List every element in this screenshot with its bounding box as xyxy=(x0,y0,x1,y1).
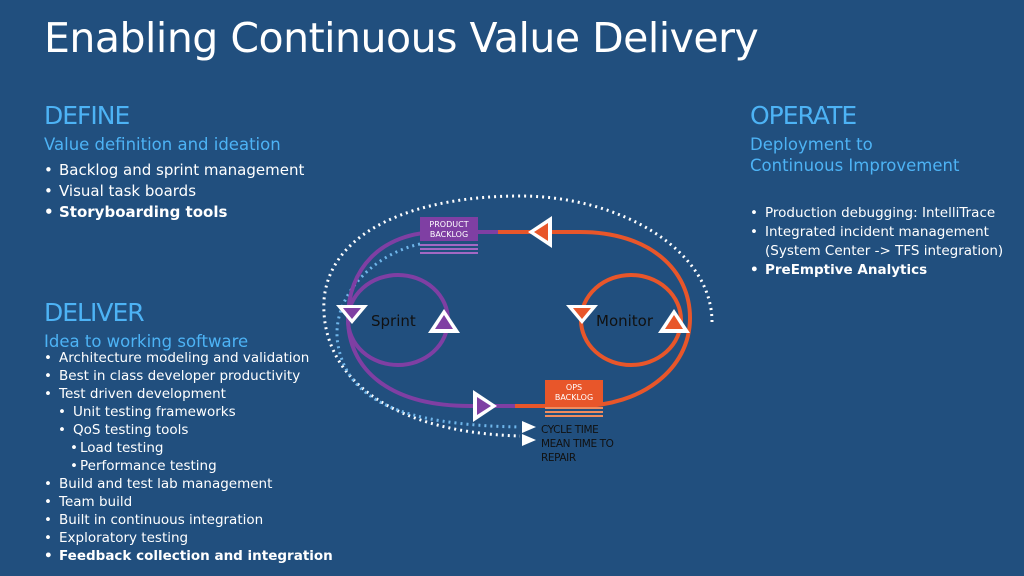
monitor-label: Monitor xyxy=(596,312,654,330)
mttr-label-2: REPAIR xyxy=(541,452,576,464)
ops-backlog-label-1: OPS xyxy=(566,383,582,392)
product-backlog-label-1: PRODUCT xyxy=(429,220,468,229)
list-item: Test driven development xyxy=(44,385,333,403)
bottom-right-triangle-inner-icon xyxy=(477,397,491,415)
define-subtitle: Value definition and ideation xyxy=(44,135,281,154)
top-left-triangle-inner-icon xyxy=(534,223,548,241)
orange-outer-arc xyxy=(498,230,693,408)
list-item: Best in class developer productivity xyxy=(44,367,333,385)
list-item: Storyboarding tools xyxy=(44,202,304,223)
cycle-time-arrow-icon xyxy=(522,421,536,433)
list-item: Backlog and sprint management xyxy=(44,160,304,181)
mttr-label-1: MEAN TIME TO xyxy=(541,438,614,450)
list-item: Integrated incident management xyxy=(750,223,1003,242)
list-item: (System Center -> TFS integration) xyxy=(765,243,1004,259)
list-item: Production debugging: IntelliTrace xyxy=(750,204,1003,223)
list-item: PreEmptive Analytics xyxy=(750,261,1003,280)
deliver-heading: DELIVER xyxy=(44,298,145,327)
operate-list: Production debugging: IntelliTrace Integ… xyxy=(750,204,1003,280)
page-title: Enabling Continuous Value Delivery xyxy=(44,14,759,62)
list-item: Load testing xyxy=(70,439,333,457)
product-backlog-label-2: BACKLOG xyxy=(430,230,468,239)
operate-subtitle-line1: Deployment to xyxy=(750,135,873,154)
monitor-up-triangle-inner-icon xyxy=(665,315,683,329)
product-backlog: PRODUCT BACKLOG xyxy=(420,217,478,254)
list-item: Feedback collection and integration xyxy=(44,547,333,565)
mttr-arrow-icon xyxy=(522,434,536,446)
deliver-list: Architecture modeling and validation Bes… xyxy=(44,349,333,565)
define-heading: DEFINE xyxy=(44,101,130,130)
define-list: Backlog and sprint management Visual tas… xyxy=(44,160,304,223)
ops-backlog: OPS BACKLOG xyxy=(545,380,603,417)
deliver-subtitle: Idea to working software xyxy=(44,332,249,351)
list-item: Performance testing xyxy=(70,457,333,475)
sprint-down-triangle-inner-icon xyxy=(343,308,361,319)
list-item: Unit testing frameworks xyxy=(58,403,333,421)
operate-subtitle-line2: Continuous Improvement xyxy=(750,156,960,175)
operate-heading: OPERATE xyxy=(750,101,857,130)
list-item: QoS testing tools xyxy=(58,421,333,439)
sprint-up-triangle-inner-icon xyxy=(435,315,453,329)
sprint-label: Sprint xyxy=(371,312,416,330)
list-item: Built in continuous integration xyxy=(44,511,333,529)
list-item: Visual task boards xyxy=(44,181,304,202)
list-item: Exploratory testing xyxy=(44,529,333,547)
monitor-down-triangle-inner-icon xyxy=(573,308,591,319)
list-item: Team build xyxy=(44,493,333,511)
cycle-time-label: CYCLE TIME xyxy=(541,424,598,436)
list-item: Architecture modeling and validation xyxy=(44,349,333,367)
list-item: Build and test lab management xyxy=(44,475,333,493)
dotted-inner-loop xyxy=(335,242,521,429)
ops-backlog-label-2: BACKLOG xyxy=(555,393,593,402)
operate-subtitle: Deployment to Continuous Improvement xyxy=(750,134,959,176)
